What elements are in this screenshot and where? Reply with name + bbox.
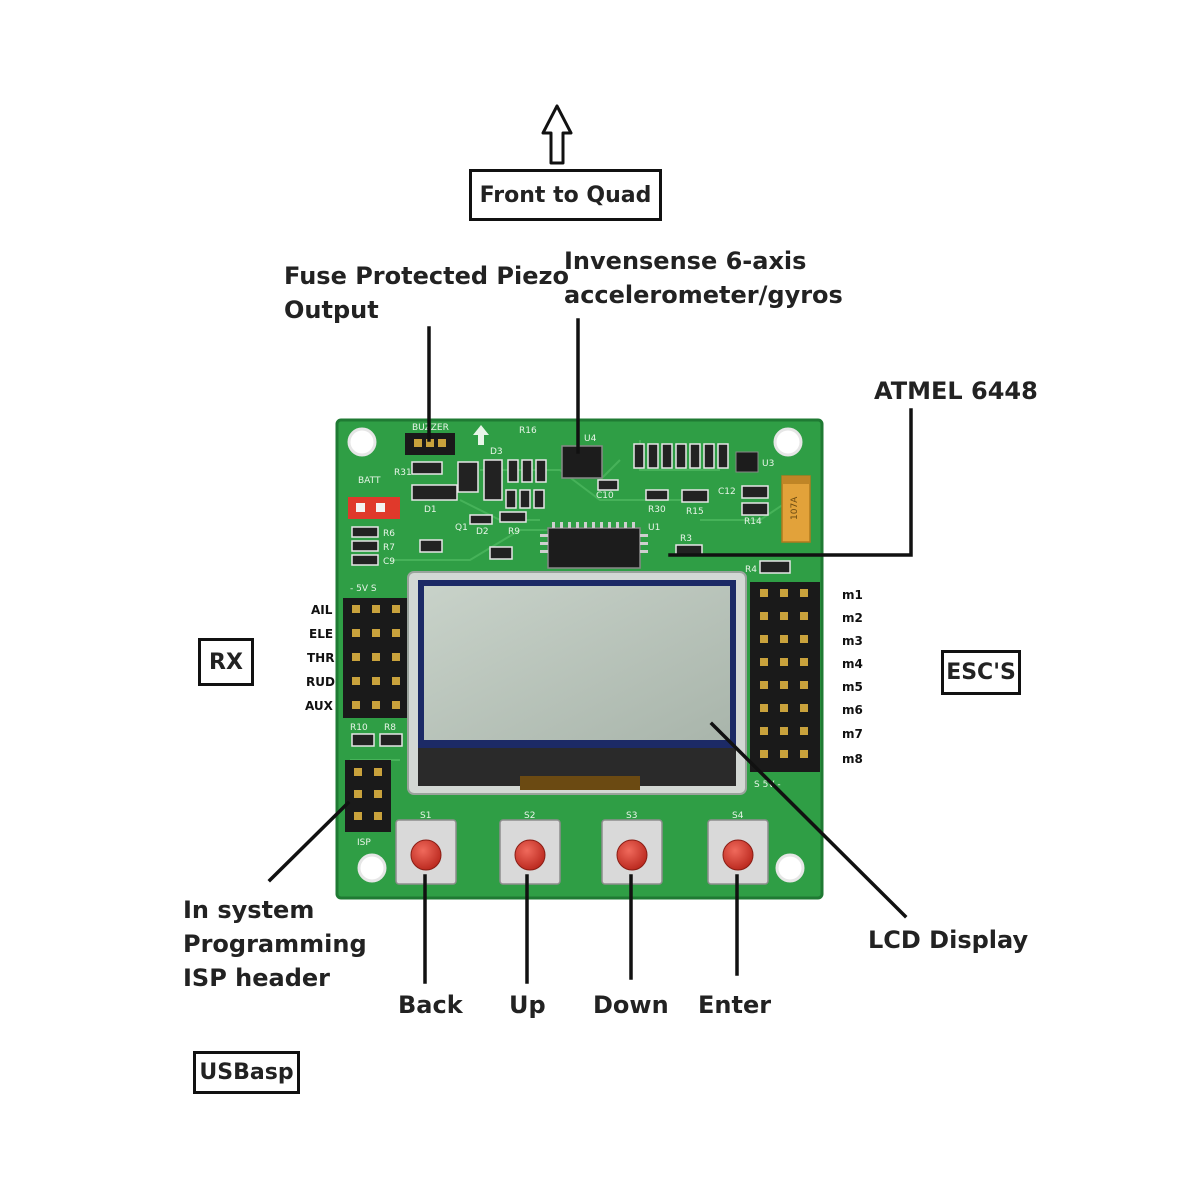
usbasp-box: USBasp (193, 1051, 300, 1094)
escs-box: ESC'S (941, 650, 1021, 695)
silk-r30: R30 (648, 505, 666, 515)
gyro-chip (561, 445, 603, 479)
silk-r4: R4 (745, 565, 757, 575)
tantalum-capacitor: 107A (781, 475, 811, 543)
rx-pin-header (343, 598, 409, 718)
silk-r15: R15 (686, 507, 704, 517)
motor-output-m2: m2 (842, 611, 863, 625)
resistor-array (633, 443, 729, 469)
silk-rx-header: - 5V S (350, 584, 377, 594)
lcd-callout: LCD Display (868, 926, 1029, 954)
rx-channel-ele: ELE (309, 627, 334, 641)
silk-u3: U3 (762, 459, 774, 469)
silk-s3: S3 (626, 811, 637, 821)
motor-output-m3: m3 (842, 634, 863, 648)
smd-components (351, 459, 791, 747)
isp-pin-header (345, 760, 391, 832)
silk-up-arrow-icon (473, 425, 489, 445)
rx-channel-ail: AIL (311, 603, 333, 617)
motor-output-m1: m1 (842, 588, 863, 602)
silk-isp: ISP (357, 838, 371, 848)
silk-r8: R8 (384, 723, 396, 733)
silk-s2: S2 (524, 811, 535, 821)
rx-channel-thr: THR (307, 651, 335, 665)
silk-d1: D1 (424, 505, 437, 515)
isp-callout-line3: ISP header (183, 964, 331, 992)
silk-r9: R9 (508, 527, 520, 537)
up-label: Up (509, 991, 546, 1019)
leader-isp (267, 800, 351, 883)
lcd-module (407, 571, 747, 795)
motor-output-m7: m7 (842, 727, 863, 741)
down-label: Down (593, 991, 669, 1019)
motor-output-m6: m6 (842, 703, 863, 717)
silk-s4: S4 (732, 811, 744, 821)
tactile-switch-s1 (395, 819, 457, 885)
lcd-screen (424, 586, 730, 740)
silk-r16: R16 (519, 426, 537, 436)
front-to-quad-box: Front to Quad (469, 169, 662, 221)
silk-r3: R3 (680, 534, 692, 544)
silk-q1: Q1 (455, 523, 468, 533)
isp-callout: In system Programming ISP header (183, 893, 367, 995)
mounting-holes (347, 427, 805, 883)
silk-c9: C9 (383, 557, 395, 567)
silk-batt: BATT (358, 476, 381, 486)
regulator-chip (735, 451, 759, 473)
silk-d3: D3 (490, 447, 503, 457)
silk-c10: C10 (596, 491, 614, 501)
rx-channel-aux: AUX (305, 699, 333, 713)
gyro-callout-line2: accelerometer/gyros (564, 281, 843, 309)
batt-connector (348, 497, 400, 519)
silk-esc-header: S 5V - (754, 780, 781, 790)
silk-r7: R7 (383, 543, 395, 553)
atmel-chip (540, 522, 648, 569)
enter-label: Enter (698, 991, 772, 1019)
rx-channel-rud: RUD (306, 675, 335, 689)
silk-r10: R10 (350, 723, 368, 733)
leader-lcd (709, 721, 908, 919)
silk-s1: S1 (420, 811, 431, 821)
piezo-callout-line1: Fuse Protected Piezo (284, 262, 569, 290)
motor-output-m8: m8 (842, 752, 863, 766)
silk-r6: R6 (383, 529, 395, 539)
silk-r14: R14 (744, 517, 762, 527)
esc-pin-header (750, 582, 820, 772)
silk-u1: U1 (648, 523, 660, 533)
tactile-switch-s3 (601, 819, 663, 885)
buzzer-header (405, 433, 455, 455)
silk-d2: D2 (476, 527, 489, 537)
isp-callout-line1: In system (183, 896, 315, 924)
silk-u4: U4 (584, 434, 597, 444)
piezo-callout-line2: Output (284, 296, 379, 324)
silk-tantalum: 107A (790, 496, 800, 520)
back-label: Back (398, 991, 463, 1019)
front-arrow-icon (541, 104, 573, 165)
leader-atmel (668, 408, 913, 557)
isp-callout-line2: Programming (183, 930, 367, 958)
leader-lines (267, 318, 913, 984)
pcb-board: BUZZER R16 R31 D3 BATT (335, 418, 824, 900)
rx-box: RX (198, 638, 254, 686)
gyro-callout: Invensense 6-axis accelerometer/gyros (564, 244, 843, 312)
silk-c12: C12 (718, 487, 736, 497)
motor-output-m5: m5 (842, 680, 863, 694)
motor-output-m4: m4 (842, 657, 863, 671)
gyro-callout-line1: Invensense 6-axis (564, 247, 807, 275)
tactile-switch-s2 (499, 819, 561, 885)
piezo-callout: Fuse Protected Piezo Output (284, 259, 569, 327)
atmel-callout: ATMEL 6448 (874, 377, 1038, 405)
silk-r31: R31 (394, 468, 412, 478)
